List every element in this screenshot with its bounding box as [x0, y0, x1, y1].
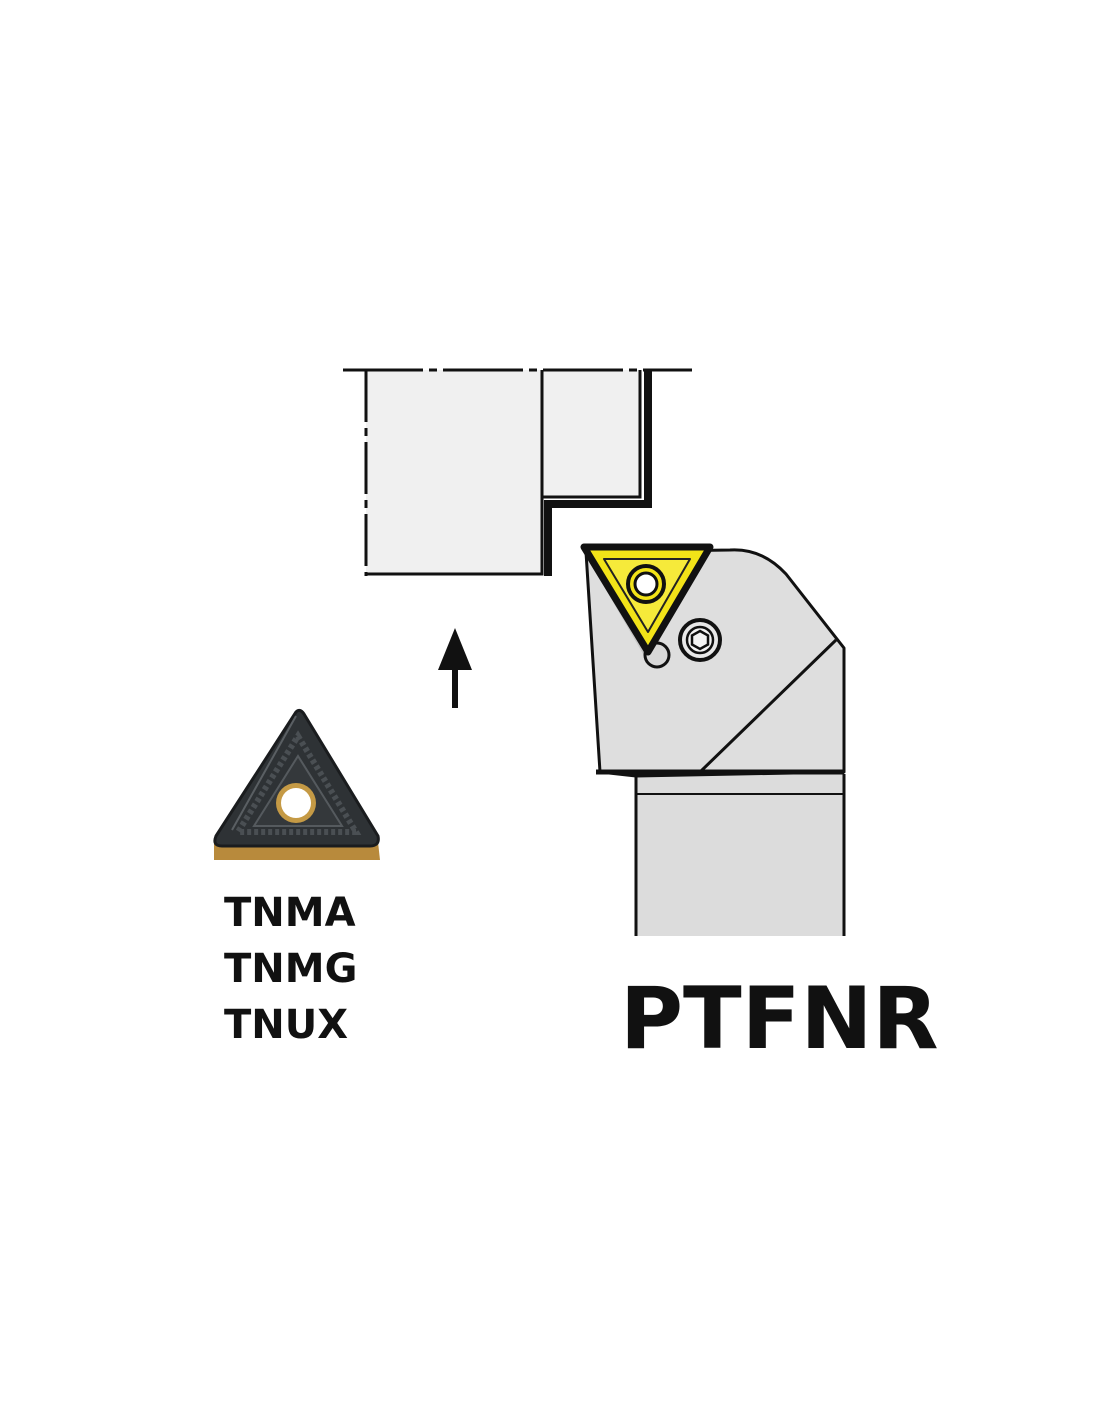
- insert-code-tnux: TNUX: [224, 1002, 348, 1048]
- holder-shank: [636, 774, 844, 936]
- machined-surface: [544, 370, 652, 576]
- workpiece-body: [366, 370, 542, 574]
- holder-insert: [580, 543, 714, 656]
- holder-chamfer-line: [698, 638, 838, 774]
- holder-code: PTFNR: [620, 969, 939, 1069]
- hex-socket-screw-icon: [678, 618, 722, 662]
- insert-code-tnmg: TNMG: [224, 946, 357, 992]
- insert-hole-icon: [626, 564, 666, 604]
- workpiece-shoulder: [542, 370, 640, 497]
- up-arrow-icon: [438, 628, 472, 708]
- insert-code-tnma: TNMA: [224, 890, 356, 936]
- insert-code-list: TNMA TNMG TNUX: [224, 890, 357, 1048]
- carbide-insert-image: [213, 708, 380, 860]
- workpiece: [343, 368, 692, 576]
